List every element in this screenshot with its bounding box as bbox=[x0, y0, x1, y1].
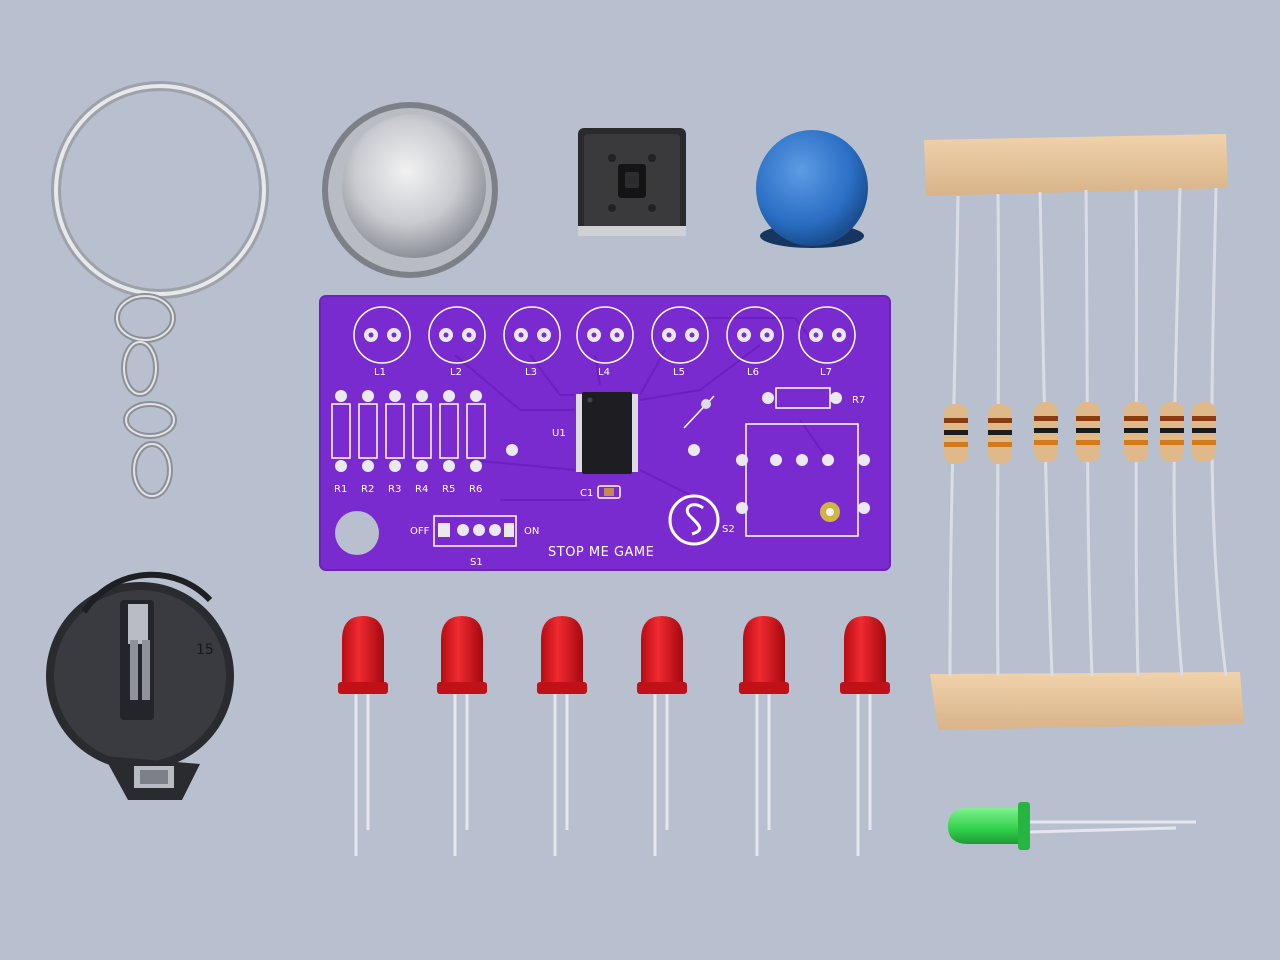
resistor-r7: R7 bbox=[762, 387, 865, 409]
red-led-6 bbox=[840, 616, 890, 856]
label-l3: L3 bbox=[525, 367, 537, 378]
diode-footprint bbox=[683, 395, 715, 429]
label-s1: S1 bbox=[470, 557, 483, 568]
resistor-bodies bbox=[944, 402, 1216, 464]
red-led-4 bbox=[637, 616, 687, 856]
red-led-2 bbox=[437, 616, 487, 856]
label-r5: R5 bbox=[442, 484, 455, 495]
red-led-3 bbox=[537, 616, 587, 856]
red-leds bbox=[338, 616, 890, 856]
label-r2: R2 bbox=[361, 484, 374, 495]
tactile-switch bbox=[578, 128, 686, 236]
battery-holder: 15 bbox=[46, 571, 234, 800]
mount-hole bbox=[335, 511, 379, 555]
coin-cell-battery bbox=[322, 102, 498, 278]
label-switch-on: ON bbox=[524, 526, 539, 537]
key-ring bbox=[51, 81, 269, 499]
brand-logo-icon bbox=[668, 494, 720, 546]
tape-bottom bbox=[930, 672, 1244, 730]
label-l4: L4 bbox=[598, 367, 610, 378]
switch-s1: OFF ON S1 bbox=[410, 515, 539, 568]
resistor-labels: R1 R2 R3 R4 R5 R6 bbox=[334, 484, 482, 495]
pcb-board: L1 L2 L3 L4 L5 L6 L7 bbox=[319, 295, 891, 571]
tape-top bbox=[924, 134, 1228, 196]
resistor-strip bbox=[924, 134, 1244, 730]
label-switch-off: OFF bbox=[410, 526, 430, 537]
label-c1: C1 bbox=[580, 488, 593, 499]
label-l6: L6 bbox=[747, 367, 759, 378]
label-r7: R7 bbox=[852, 395, 865, 406]
ic-u1: U1 bbox=[552, 392, 638, 474]
red-led-1 bbox=[338, 616, 388, 856]
cap-c1: C1 bbox=[580, 485, 621, 499]
red-led-5 bbox=[739, 616, 789, 856]
key-chain bbox=[114, 293, 177, 499]
label-l7: L7 bbox=[820, 367, 832, 378]
label-r1: R1 bbox=[334, 484, 347, 495]
holder-marking: 15 bbox=[196, 642, 214, 658]
resistor-footprints bbox=[331, 390, 486, 472]
led-footprints bbox=[353, 306, 856, 364]
led-labels: L1 L2 L3 L4 L5 L6 L7 bbox=[374, 367, 832, 378]
label-r4: R4 bbox=[415, 484, 428, 495]
label-l5: L5 bbox=[673, 367, 685, 378]
blue-button-cap bbox=[756, 130, 868, 248]
button-footprint-s2: S2 bbox=[722, 423, 870, 537]
label-s2: S2 bbox=[722, 524, 735, 535]
pcb-title: STOP ME GAME bbox=[548, 545, 654, 560]
green-led bbox=[948, 802, 1196, 850]
label-r6: R6 bbox=[469, 484, 482, 495]
label-r3: R3 bbox=[388, 484, 401, 495]
label-l2: L2 bbox=[450, 367, 462, 378]
label-u1: U1 bbox=[552, 428, 566, 439]
label-l1: L1 bbox=[374, 367, 386, 378]
led-pads bbox=[364, 328, 846, 342]
